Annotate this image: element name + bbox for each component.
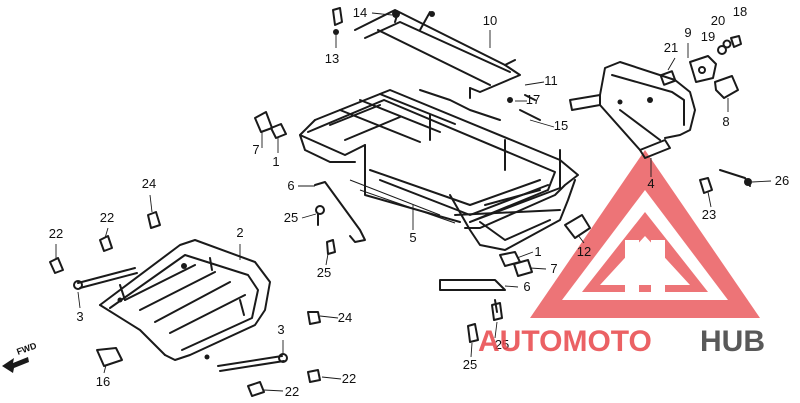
part-label-p1b: 1 xyxy=(534,244,541,259)
fwd-label: FWD xyxy=(15,340,38,357)
part-label-p3a: 3 xyxy=(76,309,83,324)
part-label-p6a: 6 xyxy=(287,178,294,193)
part-label-p5: 5 xyxy=(409,230,416,245)
part-label-p18: 18 xyxy=(733,4,747,19)
part-label-p21: 21 xyxy=(664,40,678,55)
part-label-p23: 23 xyxy=(702,207,716,222)
part-label-p4: 4 xyxy=(647,176,654,191)
part-label-p22a: 22 xyxy=(49,226,63,241)
hardware-left xyxy=(49,7,343,397)
part-label-p11: 11 xyxy=(544,73,558,88)
part-label-p10: 10 xyxy=(483,13,497,28)
part-label-p7a: 7 xyxy=(252,142,259,157)
part-label-p8: 8 xyxy=(722,114,729,129)
hardware-right xyxy=(659,35,742,99)
part-label-p24a: 24 xyxy=(142,176,156,191)
part-label-p15: 15 xyxy=(554,118,568,133)
watermark-logo xyxy=(530,150,760,318)
part-label-p19: 19 xyxy=(701,29,715,44)
part-label-p26: 26 xyxy=(775,173,789,188)
bracket-bolt xyxy=(392,10,400,18)
rack-part-4 xyxy=(569,61,696,159)
part-label-p24b: 24 xyxy=(338,310,352,325)
part-number-labels: 1123345667789101112131415161718192021222… xyxy=(49,4,789,399)
part-label-p2: 2 xyxy=(236,225,243,240)
leader-lines xyxy=(55,12,772,392)
fwd-arrow-icon xyxy=(2,357,29,373)
part-label-p20: 20 xyxy=(711,13,725,28)
part-label-p1a: 1 xyxy=(272,154,279,169)
lower-rack-part-2 xyxy=(99,239,271,361)
part-label-p16: 16 xyxy=(96,374,110,389)
forward-direction-indicator: FWD xyxy=(2,340,38,373)
part-label-p14: 14 xyxy=(353,5,367,20)
part-label-p17: 17 xyxy=(526,92,540,107)
rod-part-3 xyxy=(73,267,288,372)
part-label-p7b: 7 xyxy=(550,261,557,276)
part-label-p6b: 6 xyxy=(523,279,530,294)
watermark-text: AUTOMOTO HUB xyxy=(478,325,765,358)
part-label-p13: 13 xyxy=(325,51,339,66)
part-label-p25d: 25 xyxy=(463,357,477,372)
part-label-p25a: 25 xyxy=(284,210,298,225)
part-label-p9: 9 xyxy=(684,25,691,40)
part-label-p25c: 25 xyxy=(495,337,509,352)
main-carrier-part-5 xyxy=(299,89,579,251)
part-label-p3b: 3 xyxy=(277,322,284,337)
part-label-p22c: 22 xyxy=(285,384,299,399)
part-label-p22b: 22 xyxy=(100,210,114,225)
bracket-part-6 xyxy=(314,181,506,343)
spacers xyxy=(499,94,752,277)
part-label-p25b: 25 xyxy=(317,265,331,280)
watermark-text-red: AUTOMOTO xyxy=(478,325,652,358)
part-label-p12: 12 xyxy=(577,244,591,259)
watermark-text-dark: HUB xyxy=(700,325,765,358)
bracket-part-10 xyxy=(354,9,521,99)
part-label-p22d: 22 xyxy=(342,371,356,386)
